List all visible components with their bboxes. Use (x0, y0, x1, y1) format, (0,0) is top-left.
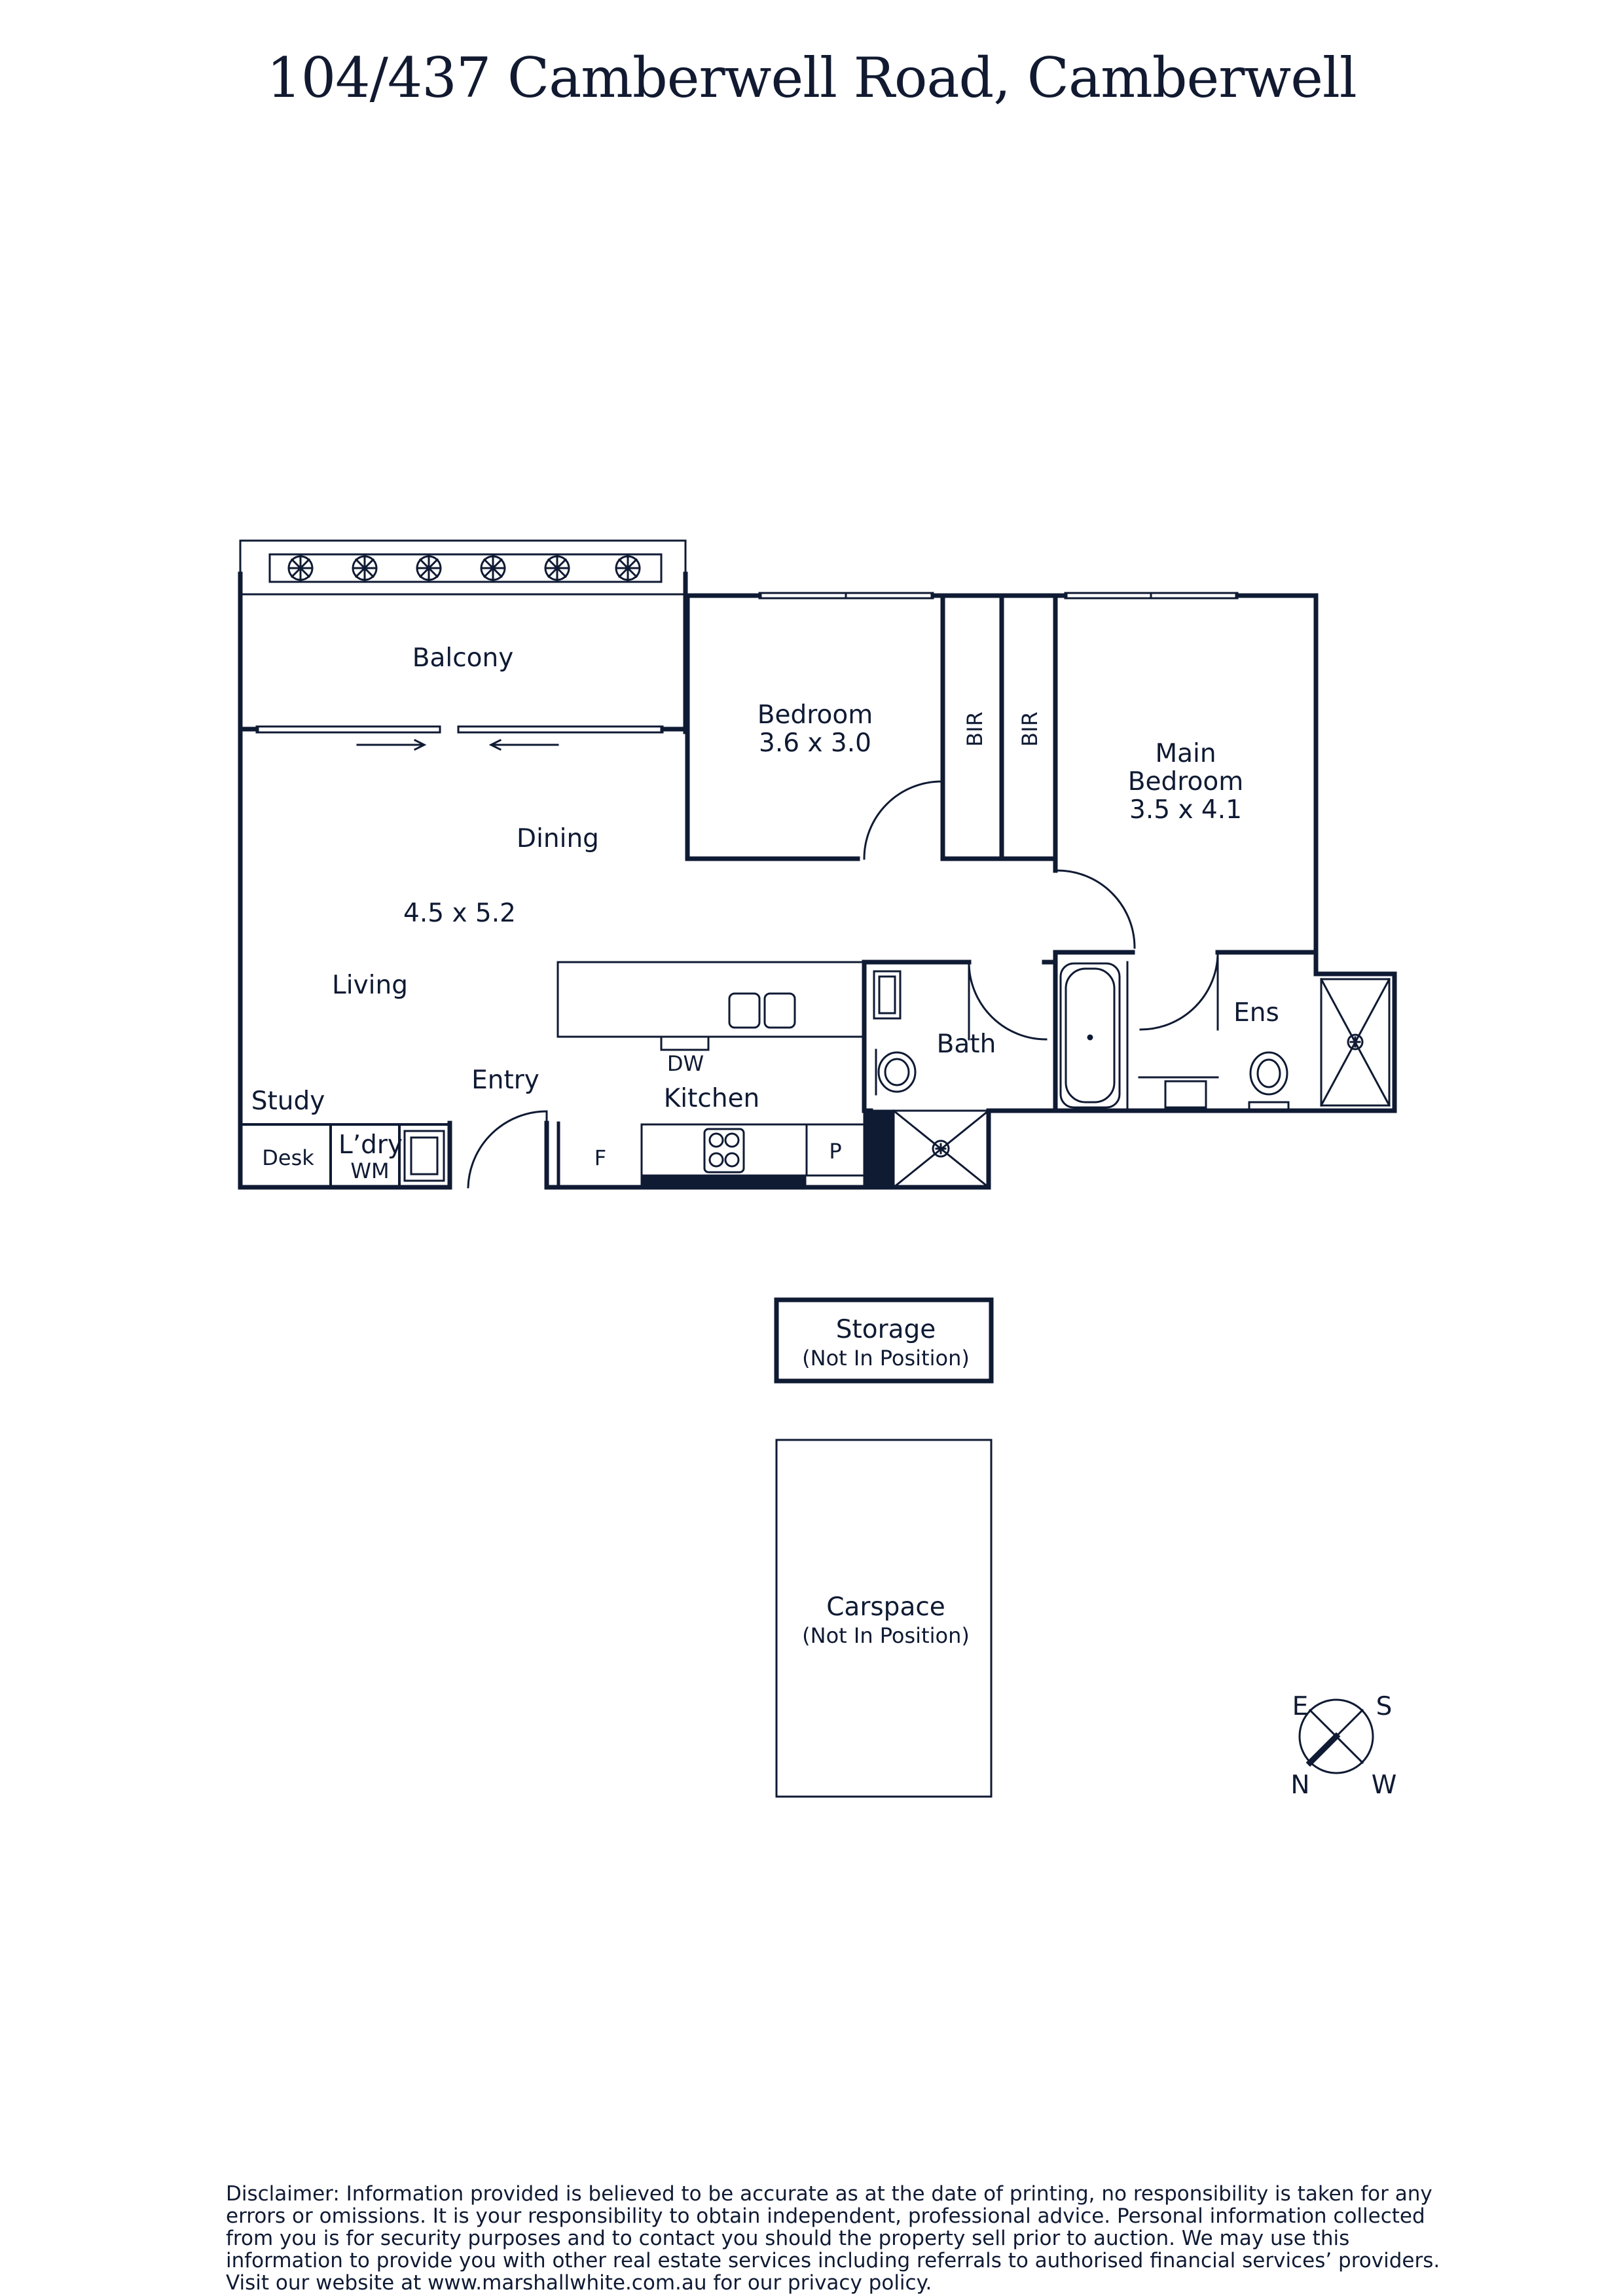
storage-note: (Not In Position) (802, 1346, 970, 1371)
entry-label: Entry (471, 1066, 539, 1095)
laundry-label: L’dry (338, 1130, 403, 1160)
bedroom-size: 3.6 x 3.0 (759, 728, 871, 758)
door-swing (467, 780, 1219, 1189)
bathtub (1059, 961, 1129, 1112)
balcony-label: Balcony (412, 643, 514, 673)
washing-machine-icon (403, 1130, 445, 1182)
carspace-note: (Not In Position) (802, 1623, 970, 1648)
bath-fixtures (873, 970, 917, 1096)
kitchen-bench (640, 1109, 895, 1189)
carspace-box (775, 1439, 993, 1798)
bedroom-label: Bedroom (757, 700, 873, 730)
wm-label: WM (350, 1158, 389, 1183)
outer-walls (238, 593, 1397, 1190)
balcony-planter (239, 539, 687, 596)
interior-walls (239, 593, 1319, 1189)
ens-shower (1319, 977, 1391, 1107)
pantry-label: P (829, 1139, 841, 1164)
carspace-label: Carspace (826, 1592, 945, 1622)
compass-n: N (1290, 1770, 1309, 1800)
bath-label: Bath (937, 1030, 996, 1059)
disclaimer: Disclaimer: Information provided is beli… (226, 2182, 1440, 2295)
compass-e: E (1292, 1692, 1309, 1721)
fridge-label: F (594, 1145, 606, 1170)
compass-icon (1298, 1698, 1374, 1774)
ens-fixtures (1138, 1051, 1290, 1111)
plant-icon (287, 555, 641, 581)
storage-box (774, 1297, 994, 1384)
living-label: Living (332, 971, 408, 1000)
compass-s: S (1376, 1692, 1393, 1721)
dw-label: DW (667, 1051, 704, 1076)
page-title: 104/437 Camberwell Road, Camberwell (266, 46, 1357, 110)
ens-label: Ens (1233, 998, 1279, 1028)
compass-w: W (1372, 1770, 1397, 1800)
bir-label-2: BIR (1017, 711, 1042, 747)
sliding-door (238, 725, 688, 751)
dining-label: Dining (517, 824, 599, 853)
main-bedroom-label-2: Bedroom (1128, 767, 1243, 797)
study-label: Study (251, 1086, 325, 1116)
desk-label: Desk (262, 1145, 314, 1170)
kitchen-island (556, 961, 866, 1051)
storage-label: Storage (836, 1315, 936, 1344)
bir-label-1: BIR (962, 711, 987, 747)
window (758, 592, 1239, 600)
main-bedroom-label-1: Main (1155, 739, 1216, 768)
kitchen-label: Kitchen (664, 1084, 760, 1113)
living-size: 4.5 x 5.2 (403, 899, 516, 928)
main-bedroom-size: 3.5 x 4.1 (1129, 795, 1242, 825)
shower (892, 1109, 991, 1189)
